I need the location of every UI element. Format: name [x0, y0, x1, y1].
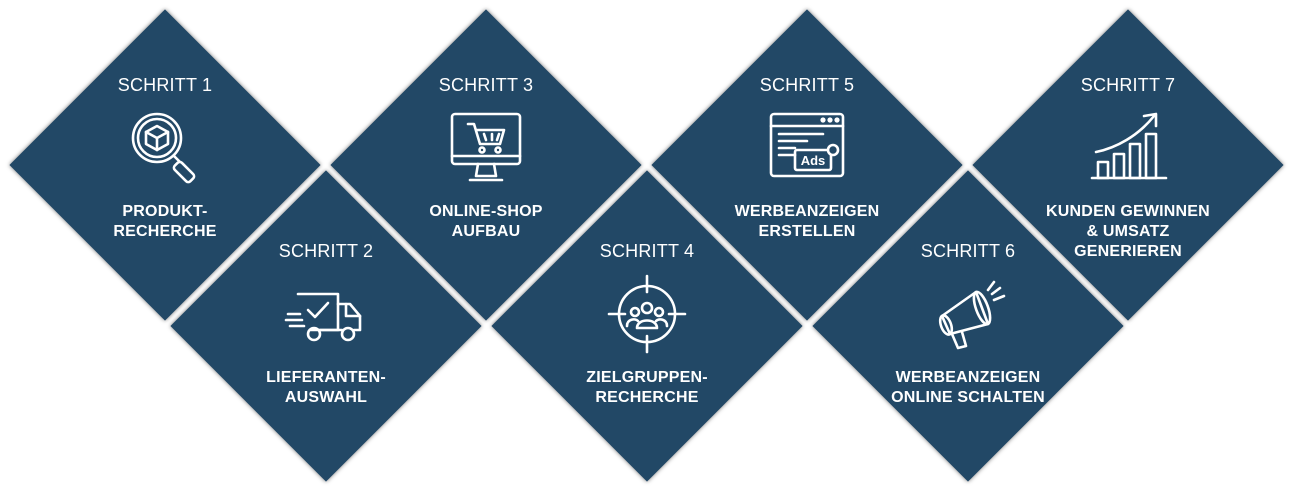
delivery-truck-icon [284, 272, 368, 356]
target-group-icon [605, 272, 689, 356]
product-search-icon [123, 106, 207, 190]
megaphone-icon [926, 272, 1010, 356]
svg-text:Ads: Ads [801, 153, 826, 168]
shopping-cart-monitor-icon [444, 106, 528, 190]
step-1-label: SCHRITT 1 [117, 75, 213, 95]
step-5: SCHRITT 5 Ads WERBEANZEIGEN ERSTELLEN [697, 74, 917, 242]
step-6-title: WERBEANZEIGEN ONLINE SCHALTEN [891, 369, 1045, 406]
step-7: SCHRITT 7 KUNDEN GEWINNEN & UMSATZ GENER… [1018, 74, 1238, 262]
step-7-label: SCHRITT 7 [1080, 75, 1176, 95]
step-2-title: LIEFERANTEN- AUSWAHL [266, 369, 386, 406]
step-6-label: SCHRITT 6 [920, 241, 1016, 261]
step-3-title: ONLINE-SHOP AUFBAU [429, 203, 543, 240]
step-1-title: PRODUKT- RECHERCHE [113, 203, 217, 240]
growth-chart-icon [1086, 106, 1170, 190]
step-4-title: ZIELGRUPPEN- RECHERCHE [586, 369, 708, 406]
step-3-label: SCHRITT 3 [438, 75, 534, 95]
step-6: SCHRITT 6 WERBEANZEIGEN ONLINE SCHALTEN [858, 240, 1078, 408]
step-7-title: KUNDEN GEWINNEN & UMSATZ GENERIEREN [1046, 203, 1210, 260]
step-3: SCHRITT 3 ONLINE-SHOP AUFBAU [376, 74, 596, 242]
step-2: SCHRITT 2 LIEFERANTEN- AUSWAHL [216, 240, 436, 408]
step-4: SCHRITT 4 ZIELGRUPPEN- RECHERCHE [537, 240, 757, 408]
step-1: SCHRITT 1 PRODUKT- RECHERCHE [55, 74, 275, 242]
step-2-label: SCHRITT 2 [278, 241, 374, 261]
step-4-label: SCHRITT 4 [599, 241, 695, 261]
step-5-title: WERBEANZEIGEN ERSTELLEN [734, 203, 880, 240]
ads-browser-icon: Ads [765, 106, 849, 190]
step-5-label: SCHRITT 5 [759, 75, 855, 95]
